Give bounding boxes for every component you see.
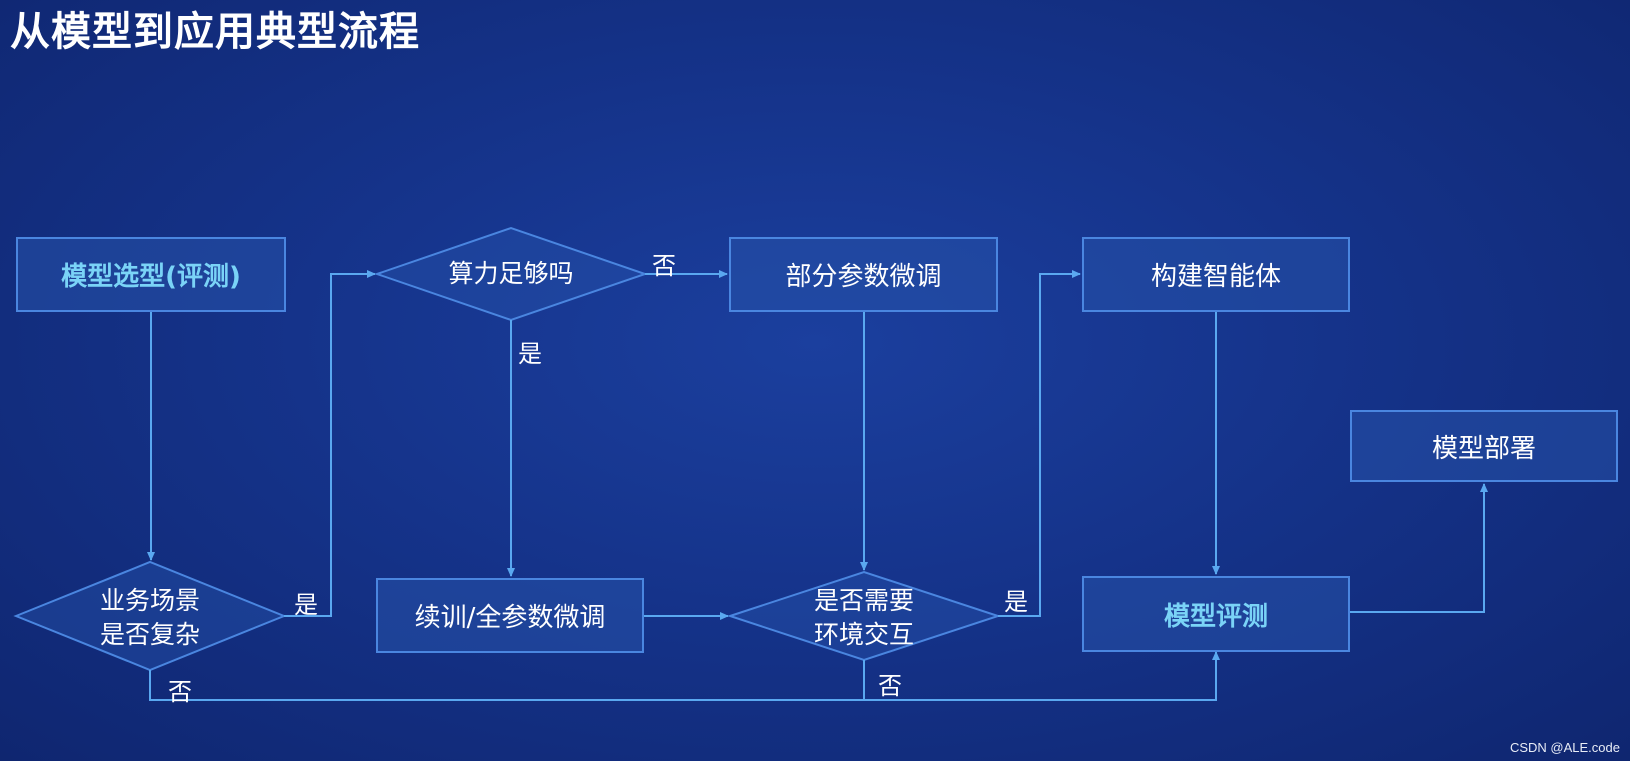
- edge-eval-to-deploy: [1350, 483, 1488, 613]
- node-model-eval: 模型评测: [1082, 576, 1350, 652]
- node-model-deploy: 模型部署: [1350, 410, 1618, 482]
- edge-label-env-no: 否: [878, 672, 902, 700]
- node-partial-finetune: 部分参数微调: [729, 237, 998, 312]
- edge-scenario-yes-to-compute: [284, 270, 376, 617]
- decision-env-line2: 环境交互: [813, 620, 914, 649]
- page-title: 从模型到应用典型流程: [10, 9, 420, 55]
- decision-scenario-line2: 是否复杂: [99, 620, 200, 649]
- watermark: CSDN @ALE.code: [1509, 740, 1620, 755]
- decision-scenario-label: 业务场景 是否复杂: [50, 584, 250, 652]
- edge-label-env-yes: 是: [1004, 588, 1028, 616]
- decision-env-line1: 是否需要: [813, 586, 914, 615]
- decision-compute-label: 算力足够吗: [448, 259, 574, 288]
- decision-env-label: 是否需要 环境交互: [764, 584, 964, 652]
- node-continue-train: 续训/全参数微调: [376, 578, 644, 653]
- node-build-agent: 构建智能体: [1082, 237, 1350, 312]
- edge-label-scenario-no: 否: [168, 678, 192, 706]
- edge-env-yes-to-agent: [998, 270, 1081, 617]
- decision-scenario-line1: 业务场景: [99, 586, 200, 615]
- edge-scenario-no-to-eval: [149, 651, 1220, 701]
- edge-label-compute-yes: 是: [518, 340, 542, 368]
- node-model-selection: 模型选型(评测): [16, 237, 286, 312]
- edge-label-scenario-yes: 是: [294, 591, 318, 619]
- edge-label-compute-no: 否: [652, 252, 676, 280]
